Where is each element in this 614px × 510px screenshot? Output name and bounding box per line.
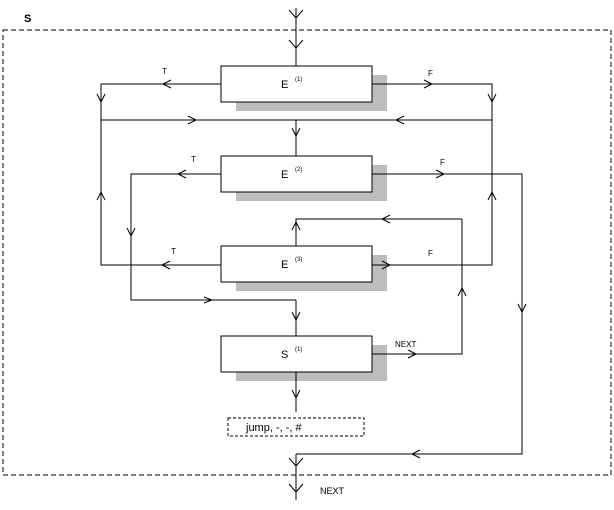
e2-false-down-arrow	[517, 303, 527, 314]
e2-true-arrow	[176, 169, 187, 179]
jump-box-label: jump, -, -, #	[245, 422, 303, 434]
e1-false-path	[372, 83, 493, 120]
e3-sup: (3)	[295, 257, 302, 263]
entry-arrow-2	[288, 39, 304, 49]
e2-sup: (2)	[295, 167, 302, 173]
e1-false-down-arrow	[487, 93, 497, 104]
e1-true-down-arrow	[96, 93, 106, 104]
e2-true-label: T	[191, 155, 196, 164]
s1-box	[220, 335, 373, 373]
e2-label: E	[281, 169, 288, 181]
merge-arrow-right	[394, 115, 405, 125]
e3-false-up-arrow	[487, 190, 497, 201]
e3-false-label: F	[428, 249, 433, 258]
e3-false-path	[372, 120, 493, 266]
s1-next-path	[372, 219, 463, 355]
s1-next-up-arrow	[457, 286, 467, 297]
exit-label: NEXT	[320, 486, 345, 496]
e2-true-right-arrow	[203, 296, 214, 304]
e2-false-left-arrow	[410, 449, 421, 459]
spine-e3-s1-arrow	[291, 311, 301, 322]
e1-true-arrow	[161, 79, 172, 89]
spine-s1-jump-arrow	[291, 389, 301, 400]
e1-false-arrow	[423, 79, 434, 89]
e1-box	[220, 65, 373, 103]
e1-label: E	[281, 79, 288, 91]
e3-true-up-arrow	[96, 190, 106, 201]
e1-true-label: T	[162, 67, 167, 76]
loop-top-line	[295, 218, 462, 246]
e2-true-down-arrow	[126, 227, 136, 238]
e3-true-arrow	[160, 260, 171, 270]
e3-false-arrow	[381, 260, 392, 270]
exit-arrow-1	[288, 457, 304, 467]
e2-false-label: F	[440, 158, 445, 167]
e2-false-arrow	[435, 169, 446, 179]
loop-top-left-arrow	[380, 214, 391, 224]
e3-box	[220, 245, 373, 283]
outer-region-label: S	[24, 13, 31, 25]
jump-box	[227, 417, 365, 437]
e3-true-label: T	[171, 247, 176, 256]
e3-true-path	[100, 120, 221, 266]
s1-next-label: NEXT	[395, 340, 416, 349]
entry-arrow-1	[288, 9, 304, 19]
merge-arrow-left	[187, 115, 198, 125]
exit-arrow-2	[288, 483, 304, 493]
outer-region	[2, 29, 612, 476]
e2-false-path	[296, 173, 523, 455]
e1-false-label: F	[428, 69, 433, 78]
e3-label: E	[281, 259, 288, 271]
e2-box	[220, 155, 373, 193]
s1-label: S	[281, 349, 288, 361]
spine-e1-e2-arrow	[291, 127, 301, 138]
e1-true-path	[100, 83, 221, 120]
e1-sup: (1)	[295, 77, 302, 83]
s1-next-arrow	[407, 349, 418, 359]
s1-sup: (1)	[295, 347, 302, 353]
loop-top-up-arrow	[291, 220, 301, 231]
